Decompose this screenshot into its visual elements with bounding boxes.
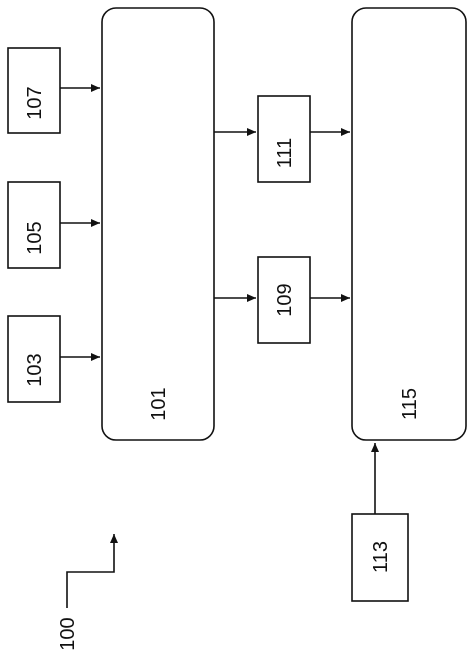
block-101-box: [101, 7, 215, 441]
block-103-label: 103: [24, 353, 46, 386]
block-103-box: [7, 315, 61, 403]
system-label: 100: [57, 617, 79, 650]
block-115-box: [351, 7, 467, 441]
block-113-label: 113: [370, 541, 392, 573]
block-115-label: 115: [399, 388, 421, 420]
block-101-label: 101: [148, 387, 170, 420]
block-111-box: [257, 95, 311, 183]
block-105-box: [7, 181, 61, 269]
block-109-box: [257, 256, 311, 344]
block-107-label: 107: [24, 86, 46, 119]
block-105-label: 105: [24, 221, 46, 254]
block-111-label: 111: [274, 138, 296, 168]
block-107-box: [7, 47, 61, 134]
system-reference-leader: [66, 534, 118, 608]
block-113-box: [351, 513, 409, 602]
block-109-label: 109: [274, 283, 296, 316]
